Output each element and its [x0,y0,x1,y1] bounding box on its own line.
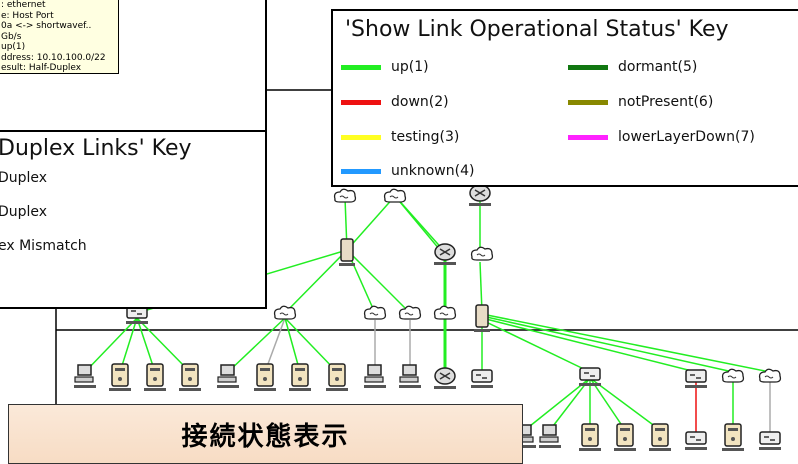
status-key-item: notPresent(6) [568,92,713,112]
status-swatch-down [341,99,381,105]
status-key-item: dormant(5) [568,57,697,77]
tooltip-line: 0a <-> shortwavef.. [1,21,92,31]
status-label: unknown(4) [391,163,475,179]
link-status-key-panel: 'Show Link Operational Status' Key up(1)… [331,9,798,187]
duplex-key-title: Duplex Links' Key [0,136,192,161]
status-label: down(2) [391,94,449,110]
connection-status-banner: 接続状態表示 [8,404,523,464]
status-key-item: lowerLayerDown(7) [568,127,755,147]
duplex-links-key-panel: Duplex Links' Key Duplex Duplex ex Misma… [0,130,267,309]
tooltip-line: Gb/s [1,31,22,42]
status-swatch-notpresent [568,99,608,105]
tooltip-line: esult: Half-Duplex [1,63,82,73]
tooltip-line: : ethernet [1,0,46,10]
status-key-item: down(2) [341,92,449,112]
status-label: lowerLayerDown(7) [618,129,755,145]
status-label: notPresent(6) [618,94,714,110]
duplex-key-item: ex Mismatch [0,238,87,254]
status-swatch-unknown [341,168,381,174]
status-swatch-dormant [568,64,608,70]
status-label: up(1) [391,59,429,75]
duplex-key-item: Duplex [0,204,48,220]
status-key-item: up(1) [341,57,429,77]
link-tooltip: : ethernet e: Host Port 0a <-> shortwave… [0,0,119,74]
status-swatch-up [341,64,381,70]
status-swatch-lowerlayerdown [568,134,608,140]
status-label: dormant(5) [618,59,698,75]
tooltip-line: ddress: 10.10.100.0/22 [1,52,106,63]
duplex-key-item: Duplex [0,170,48,186]
tooltip-line: e: Host Port [1,10,54,21]
status-label: testing(3) [391,129,460,145]
status-key-item: testing(3) [341,127,459,147]
status-key-title: 'Show Link Operational Status' Key [345,17,729,42]
status-key-item: unknown(4) [341,161,474,181]
status-swatch-testing [341,134,381,140]
tooltip-line: up(1) [1,42,26,52]
